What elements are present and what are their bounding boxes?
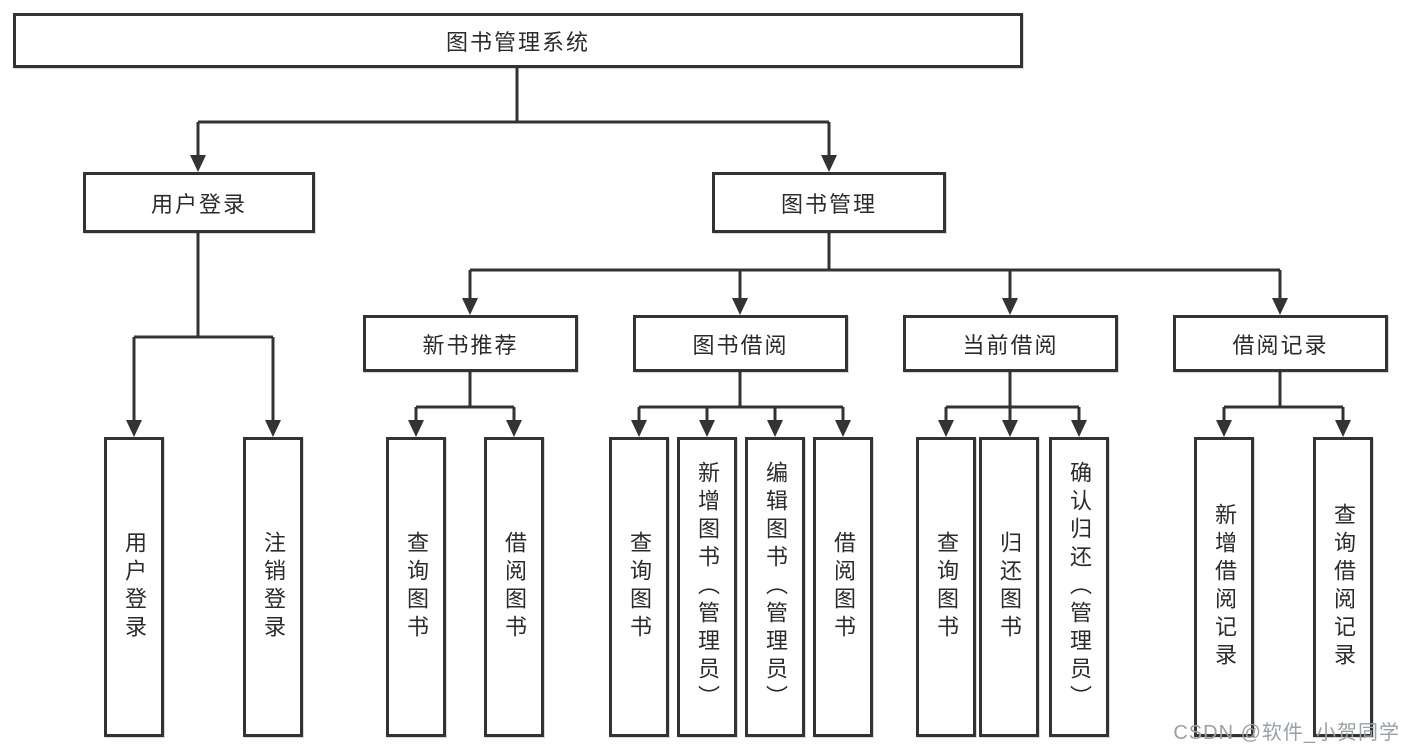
node-new-book-recommendation: 新书推荐: [363, 315, 578, 372]
node-label: 查询图书: [627, 531, 652, 643]
node-leaf-edit-books-admin: 编辑图书（管理员）: [745, 437, 805, 737]
arrow-icon: [462, 298, 478, 315]
node-leaf-borrow-books-2: 借阅图书: [813, 437, 873, 737]
node-label: 确认归还（管理员）: [1067, 461, 1092, 713]
arrow-icon: [506, 420, 522, 437]
node-leaf-user-login: 用户登录: [104, 437, 164, 737]
node-leaf-add-borrow-record: 新增借阅记录: [1194, 437, 1254, 737]
node-label: 查询图书: [934, 531, 959, 643]
node-borrowing-records: 借阅记录: [1173, 315, 1388, 372]
arrow-icon: [938, 420, 954, 437]
node-label: 新增借阅记录: [1212, 503, 1237, 671]
node-leaf-query-books-3: 查询图书: [916, 437, 976, 737]
arrow-icon: [1002, 420, 1018, 437]
node-leaf-borrow-books-1: 借阅图书: [484, 437, 544, 737]
arrow-icon: [190, 155, 206, 172]
arrowheads: [126, 155, 1351, 437]
node-book-management-module: 图书管理: [712, 172, 946, 233]
node-leaf-confirm-return-admin: 确认归还（管理员）: [1049, 437, 1109, 737]
tree-edges: [132, 68, 1345, 422]
node-leaf-query-books-2: 查询图书: [609, 437, 669, 737]
csdn-watermark: CSDN @软件_小贺同学: [1173, 722, 1400, 744]
node-label: 用户登录: [122, 531, 147, 643]
arrow-icon: [835, 420, 851, 437]
arrow-icon: [1071, 420, 1087, 437]
node-leaf-logout: 注销登录: [243, 437, 303, 737]
arrow-icon: [408, 420, 424, 437]
arrow-icon: [732, 298, 748, 315]
node-label: 编辑图书（管理员）: [763, 461, 788, 713]
node-label: 用户登录: [150, 191, 247, 217]
arrow-icon: [821, 155, 837, 172]
node-label: 查询图书: [404, 531, 429, 643]
node-label: 归还图书: [997, 531, 1022, 643]
node-user-login-module: 用户登录: [83, 172, 315, 233]
arrow-icon: [265, 420, 281, 437]
arrow-icon: [631, 420, 647, 437]
node-label: 查询借阅记录: [1331, 503, 1356, 671]
node-current-borrowing: 当前借阅: [903, 315, 1118, 372]
node-root-library-system: 图书管理系统: [13, 13, 1023, 68]
arrow-icon: [126, 420, 142, 437]
node-leaf-return-books: 归还图书: [979, 437, 1039, 737]
node-label: 图书管理: [780, 191, 877, 217]
arrow-icon: [699, 420, 715, 437]
arrow-icon: [1335, 420, 1351, 437]
node-label: 借阅图书: [502, 531, 527, 643]
node-label: 当前借阅: [962, 332, 1059, 358]
arrow-icon: [1002, 298, 1018, 315]
arrow-icon: [1272, 298, 1288, 315]
node-label: 图书管理系统: [445, 29, 590, 55]
node-label: 注销登录: [261, 531, 286, 643]
arrow-icon: [767, 420, 783, 437]
node-label: 借阅图书: [831, 531, 856, 643]
node-leaf-add-books-admin: 新增图书（管理员）: [677, 437, 737, 737]
node-label: 新增图书（管理员）: [695, 461, 720, 713]
node-leaf-query-borrow-record: 查询借阅记录: [1313, 437, 1373, 737]
node-book-borrowing: 图书借阅: [633, 315, 848, 372]
node-label: 图书借阅: [692, 332, 789, 358]
node-label: 新书推荐: [422, 332, 519, 358]
node-leaf-query-books-1: 查询图书: [386, 437, 446, 737]
arrow-icon: [1216, 420, 1232, 437]
node-label: 借阅记录: [1232, 332, 1329, 358]
